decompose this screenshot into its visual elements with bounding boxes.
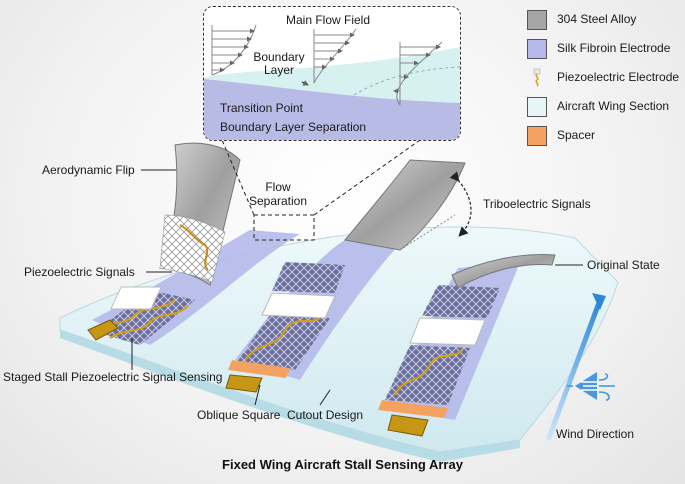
legend-label-silk: Silk Fibroin Electrode — [557, 41, 671, 55]
inset-main-flow: Main Flow Field — [286, 13, 371, 27]
connector-1 — [87, 319, 119, 341]
legend-swatch-piezo — [533, 68, 541, 87]
sensor-weave-2b — [272, 262, 345, 293]
label-oblique-square: Oblique Square — [197, 408, 281, 422]
piezo-pad-1 — [110, 286, 162, 310]
flap-3-flat — [451, 253, 556, 289]
label-staged-stall: Staged Stall Piezoelectric Signal Sensin… — [3, 370, 223, 384]
piezo-pad-3 — [409, 317, 486, 346]
spacer-2 — [228, 360, 290, 378]
label-triboelectric: Triboelectric Signals — [483, 197, 591, 211]
figure-caption: Fixed Wing Aircraft Stall Sensing Array — [222, 457, 463, 472]
spacer-3 — [378, 400, 448, 418]
connector-3 — [387, 414, 429, 437]
flap-1-weave — [159, 214, 226, 283]
sensor-weave-2 — [235, 315, 330, 370]
legend-swatch-steel — [527, 10, 547, 30]
inset-separation: Boundary Layer Separation — [220, 120, 367, 134]
legend-label-steel: 304 Steel Alloy — [557, 12, 637, 26]
zoom-box — [253, 214, 315, 241]
legend-swatch-wing — [527, 97, 547, 117]
legend-item-spacer: Spacer — [527, 124, 683, 148]
legend-item-piezo: Piezoelectric Electrode — [527, 66, 683, 90]
inset-transition-point: Transition Point — [220, 101, 303, 115]
label-piezoelectric-signals: Piezoelectric Signals — [24, 265, 135, 279]
tribo-arrow — [449, 171, 472, 237]
legend-item-silk: Silk Fibroin Electrode — [527, 37, 683, 61]
label-aerodynamic-flip: Aerodynamic Flip — [42, 163, 135, 177]
flap-2 — [344, 159, 466, 251]
boundary-layer-inset: Main Flow Field Boundary Layer Transitio… — [203, 6, 461, 141]
sensor-weave-3 — [385, 345, 470, 405]
legend-swatch-silk — [527, 39, 547, 59]
legend-label-piezo: Piezoelectric Electrode — [557, 70, 680, 84]
label-original-state: Original State — [587, 258, 660, 272]
label-wind-direction: Wind Direction — [556, 427, 635, 441]
legend-swatch-spacer — [527, 126, 547, 146]
legend: 304 Steel Alloy Silk Fibroin Electrode P… — [527, 8, 683, 153]
piezo-pad-2 — [261, 292, 336, 319]
legend-label-wing: Aircraft Wing Section — [557, 99, 670, 113]
legend-item-steel: 304 Steel Alloy — [527, 8, 683, 32]
legend-label-spacer: Spacer — [557, 128, 596, 142]
wind-icon — [567, 372, 615, 401]
connector-2 — [225, 374, 263, 393]
inset-graphic — [204, 7, 460, 140]
sensor-weave-3b — [422, 285, 500, 318]
legend-item-wing: Aircraft Wing Section — [527, 95, 683, 119]
inset-boundary-layer: Boundary Layer — [253, 50, 305, 77]
label-flow-separation: Flow Separation — [248, 180, 308, 208]
label-cutout-design: Cutout Design — [287, 408, 364, 422]
wind-arrow — [545, 299, 603, 441]
